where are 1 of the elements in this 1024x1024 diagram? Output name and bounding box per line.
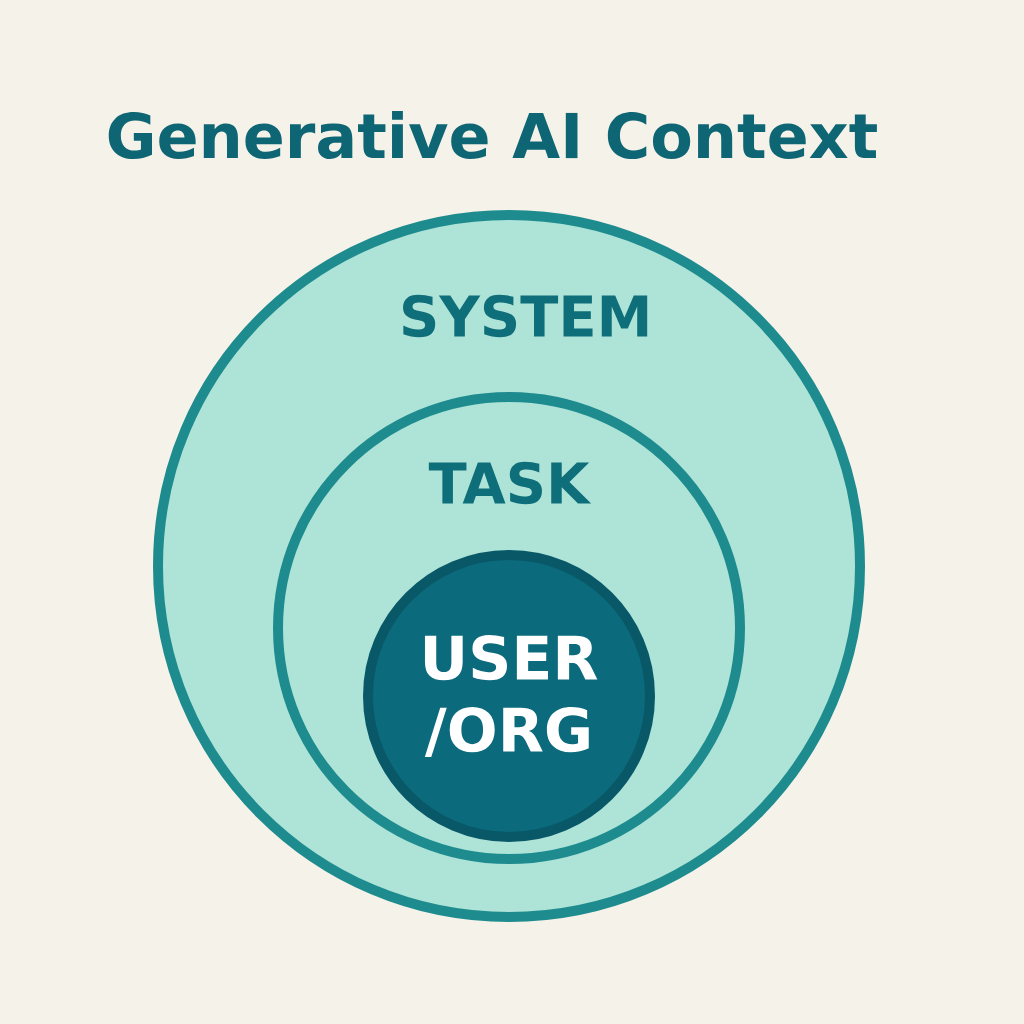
title: Generative AI Context [108,111,877,159]
